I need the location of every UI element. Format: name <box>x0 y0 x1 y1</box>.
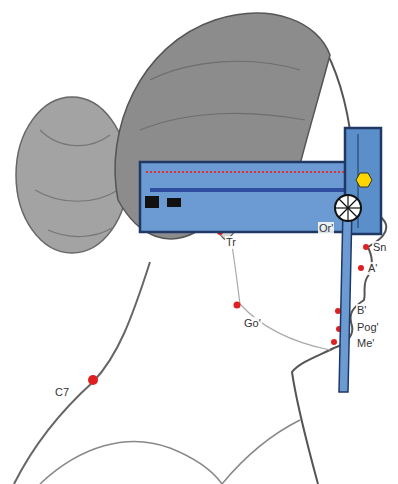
landmark-label: A' <box>367 262 378 275</box>
landmark-label: C7 <box>54 386 70 399</box>
collar-line <box>40 441 222 484</box>
hair-bun <box>16 97 128 253</box>
landmark-label: Me' <box>356 337 375 350</box>
landmark-label: Pog' <box>356 321 380 334</box>
landmark-label: B' <box>356 304 367 317</box>
neck-outline <box>14 262 150 484</box>
measuring-device <box>140 128 381 392</box>
landmark-label: Tr <box>225 236 237 249</box>
landmark-dots <box>88 226 369 385</box>
collar-line <box>222 420 300 484</box>
landmark-label: Go' <box>243 317 262 330</box>
jaw-line <box>232 246 330 350</box>
landmark-label: Sn <box>372 241 387 254</box>
landmark-label: Or' <box>318 222 334 235</box>
